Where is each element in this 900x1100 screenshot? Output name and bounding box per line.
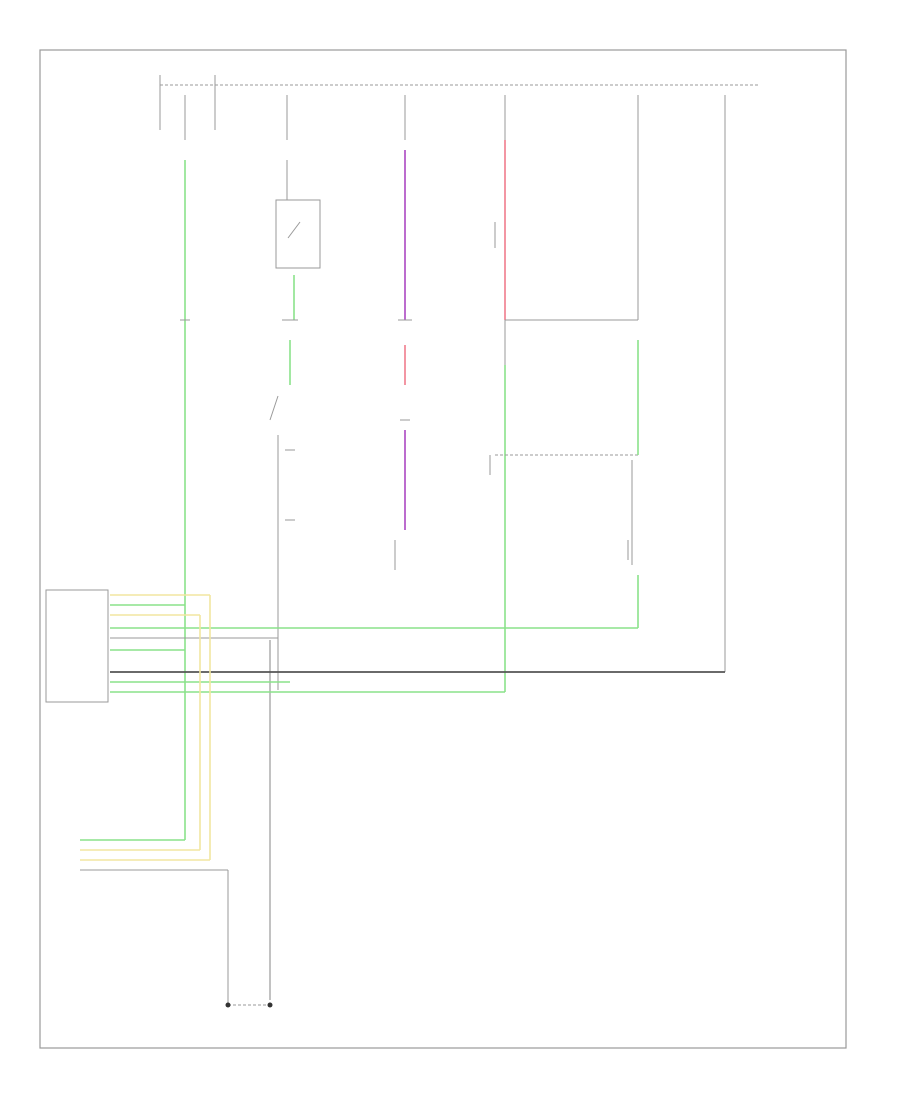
switch-contact	[287, 221, 301, 239]
switch-2-contact	[269, 395, 279, 421]
ground-point-left	[225, 1002, 231, 1008]
diagram-frame	[39, 49, 847, 1049]
switch-box	[275, 199, 321, 269]
connector-ticks	[180, 319, 629, 560]
ground-point-right	[267, 1002, 273, 1008]
ecu-connector-box	[45, 589, 109, 703]
